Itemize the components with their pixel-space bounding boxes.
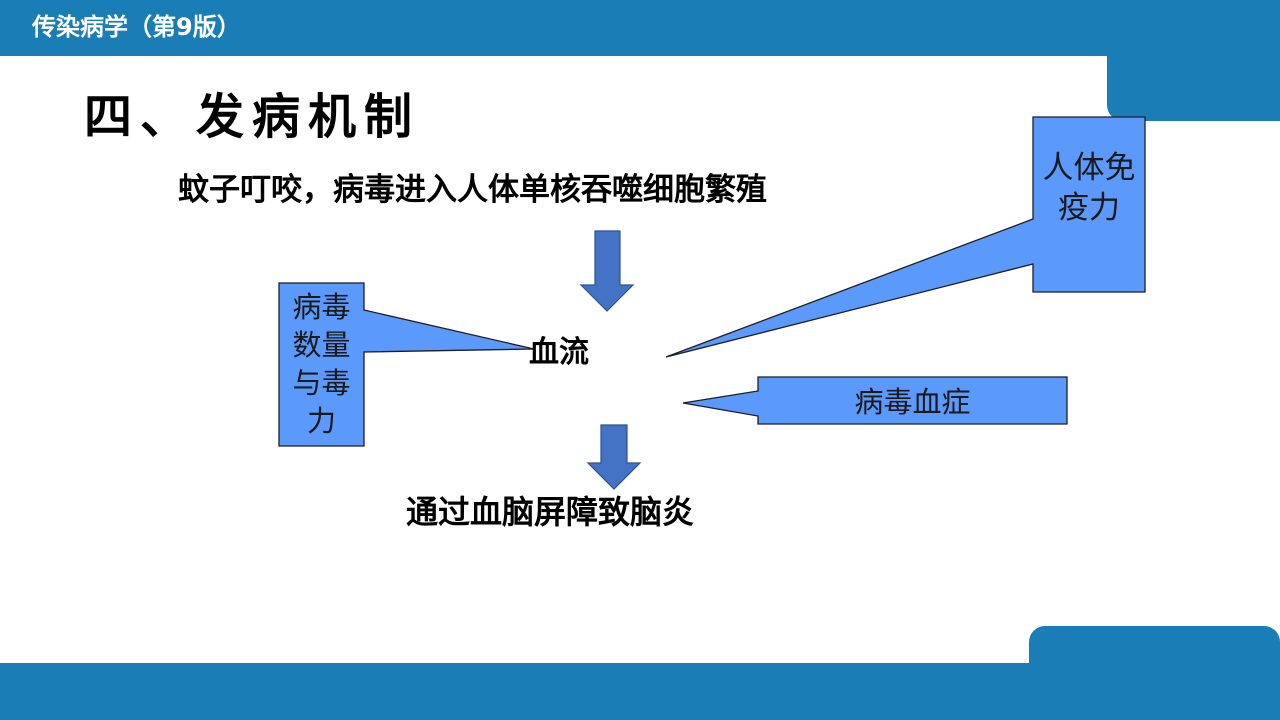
slide-title: 四、发病机制 — [84, 89, 421, 145]
footer-bar — [0, 663, 1280, 720]
flow-step-infection: 蚊子叮咬，病毒进入人体单核吞噬细胞繁殖 — [178, 172, 767, 208]
book-title: 传染病学（第9版） — [32, 13, 241, 41]
callout-viremia-label: 病毒血症 — [854, 385, 971, 419]
callout-virus-load-label: 病毒数量与毒力 — [292, 290, 351, 438]
callout-right-shape — [665, 116, 1146, 358]
callout-immunity-label: 人体免疫力 — [1042, 150, 1136, 226]
down-arrow-icon — [579, 230, 635, 312]
callout-bottom-shape — [682, 376, 1068, 425]
flow-step-bloodstream: 血流 — [529, 335, 589, 370]
down-arrow-icon — [586, 424, 642, 490]
flow-step-encephalitis: 通过血脑屏障致脑炎 — [406, 493, 695, 531]
callout-left-shape — [278, 282, 535, 447]
header-bar: 传染病学（第9版） — [0, 0, 1280, 56]
header-corner-tab — [1107, 50, 1280, 121]
